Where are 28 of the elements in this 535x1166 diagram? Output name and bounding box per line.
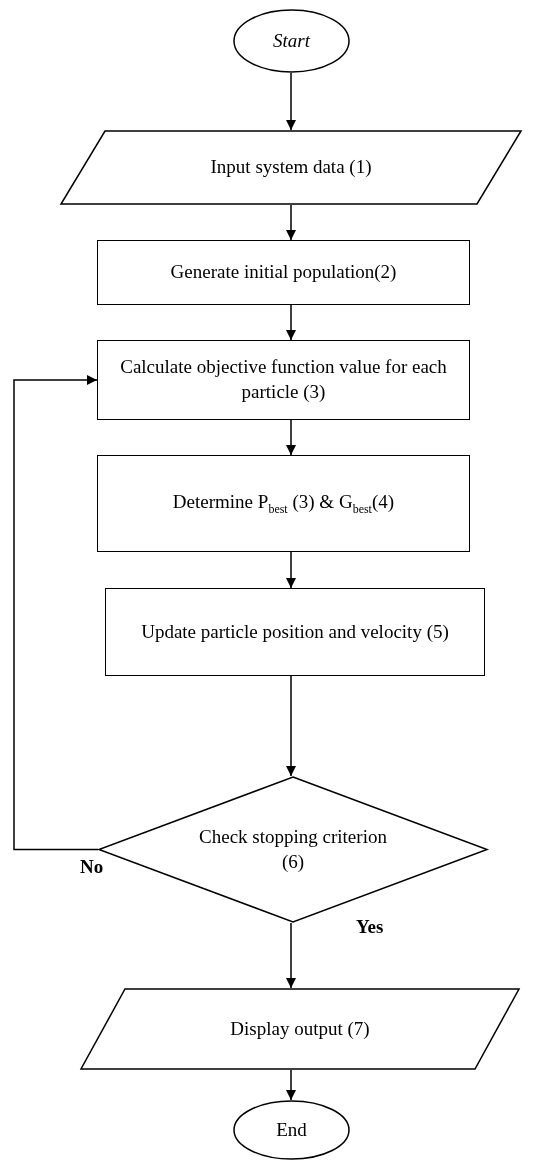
node-label: Check stopping criterion (6)	[198, 824, 388, 874]
node-label: Input system data (1)	[210, 155, 372, 180]
process-box	[97, 340, 470, 420]
process-box	[105, 588, 485, 676]
node-label: Calculate objective function value for each particle (3)	[120, 355, 447, 404]
arrow	[286, 1069, 296, 1101]
arrow	[286, 551, 296, 589]
arrow	[286, 419, 296, 456]
arrow	[13, 375, 99, 851]
node-label: Start	[273, 28, 310, 53]
arrow	[286, 922, 296, 989]
node-label: Determine P$_{best}$ (3) & G$_{best}$(4)	[172, 489, 395, 518]
arrow	[286, 304, 296, 341]
input-output-parallelogram	[80, 988, 520, 1070]
arrow	[286, 675, 296, 777]
node-label: End	[276, 1117, 307, 1142]
process-box	[97, 240, 470, 305]
terminal-ellipse	[233, 9, 350, 73]
terminal-ellipse	[233, 1100, 350, 1160]
input-output-parallelogram	[60, 130, 522, 205]
node-label: Display output (7)	[230, 1016, 370, 1041]
node-label: Update particle position and velocity (5)	[141, 619, 449, 644]
arrow	[286, 72, 296, 131]
edge-label: No	[80, 856, 104, 878]
node-label: Generate initial population(2)	[170, 260, 397, 285]
process-box	[97, 455, 470, 552]
edge-label: Yes	[356, 916, 384, 938]
arrow	[286, 204, 296, 241]
